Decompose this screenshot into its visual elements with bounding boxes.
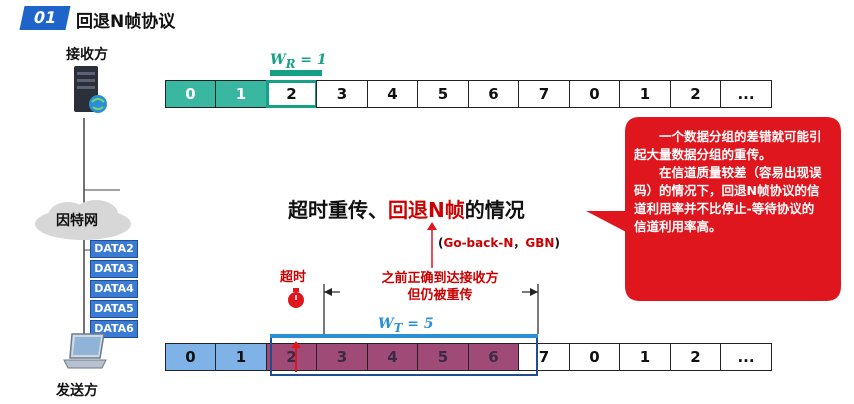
receiver-window-cell: 2 xyxy=(265,80,318,108)
timeout-label: 超时 xyxy=(280,270,307,285)
sender-label: 发送方 xyxy=(56,383,98,399)
receiver-cell: ... xyxy=(720,80,772,108)
sender-window-cell: 3 xyxy=(316,343,368,371)
data-packet: DATA3 xyxy=(90,260,138,278)
sender-cell: 0 xyxy=(568,343,621,371)
sender-cell: ... xyxy=(720,343,772,371)
sender-window-cell: 5 xyxy=(417,343,469,371)
receiver-window-bar xyxy=(270,70,322,76)
sender-cell: 0 xyxy=(164,343,217,371)
data-packet: DATA5 xyxy=(90,300,138,318)
sender-window-bar xyxy=(270,334,538,338)
receiver-cell: 2 xyxy=(669,80,722,108)
receiver-cell: 7 xyxy=(518,80,570,108)
sender-window-label: WT = 5 xyxy=(378,316,434,335)
receiver-cell: 6 xyxy=(467,80,520,108)
receiver-window-label: WR = 1 xyxy=(270,52,327,71)
sender-window-cell: 4 xyxy=(366,343,419,371)
server-icon xyxy=(74,66,107,113)
receiver-cell: 1 xyxy=(215,80,267,108)
data-packet: DATA4 xyxy=(90,280,138,298)
sender-cell: 1 xyxy=(215,343,267,371)
receiver-cell: 0 xyxy=(568,80,621,108)
internet-label: 因特网 xyxy=(56,213,98,229)
sender-cell: 2 xyxy=(669,343,722,371)
receiver-sequence: 0 1 2 3 4 5 6 7 0 1 2 ... xyxy=(164,80,772,108)
receiver-cell: 0 xyxy=(164,80,217,108)
resend-note: 之前正确到达接收方 但仍被重传 xyxy=(381,271,499,303)
page-title: 回退N帧协议 xyxy=(76,12,176,32)
main-title: 超时重传、回退N帧的情况 xyxy=(288,198,525,222)
callout-bubble-text: 一个数据分组的差错就可能引起大量数据分组的重传。 在信道质量较差（容易出现误码）… xyxy=(634,129,822,234)
sender-window-cell: 6 xyxy=(467,343,520,371)
laptop-icon xyxy=(63,333,107,369)
gbn-note: (Go-back-N，GBN) xyxy=(438,236,560,250)
sender-cell: 7 xyxy=(518,343,570,371)
cloud-icon xyxy=(35,200,131,240)
data-packet: DATA2 xyxy=(90,240,138,258)
receiver-label: 接收方 xyxy=(66,47,108,63)
receiver-cell: 5 xyxy=(417,80,469,108)
